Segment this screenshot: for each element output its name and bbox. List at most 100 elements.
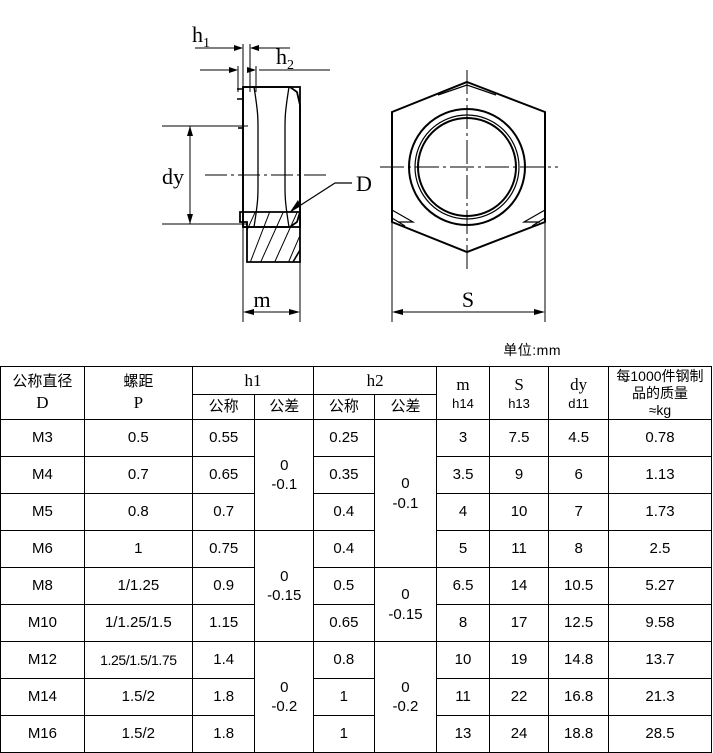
- cell-pitch: 1.5/2: [83, 715, 193, 753]
- cell-m: 3: [436, 419, 490, 458]
- cell-h1-nominal: 0.55: [191, 419, 256, 458]
- cell-h2-nominal: 0.4: [313, 493, 375, 532]
- cell-diameter: M8: [0, 567, 85, 606]
- cell-mass: 1.73: [607, 493, 713, 532]
- dim-dy: [162, 125, 248, 225]
- cell-diameter: M10: [0, 604, 85, 643]
- header-pitch-symbol: P: [133, 392, 144, 412]
- side-view-body: [242, 86, 301, 228]
- cell-dy: 14.8: [548, 641, 609, 680]
- cell-h2-tolerance: 0 -0.15: [373, 567, 438, 643]
- dim-m: [242, 227, 301, 322]
- cell-diameter: M6: [0, 530, 85, 569]
- cell-m: 6.5: [436, 567, 490, 606]
- cell-h1-nominal: 0.7: [191, 493, 256, 532]
- header-mass-line3: ≈kg: [648, 401, 672, 418]
- cell-S: 14: [488, 567, 550, 606]
- header-h1-nominal: 公称: [191, 394, 256, 421]
- S-arrow-left: [392, 309, 403, 315]
- h1-arrow-left: [234, 45, 243, 51]
- cell-h1-nominal: 0.9: [191, 567, 256, 606]
- cell-h2-nominal: 0.35: [313, 456, 375, 495]
- header-diameter-symbol: D: [36, 392, 49, 412]
- cell-dy: 4.5: [548, 419, 609, 458]
- header-m-grade: h14: [452, 395, 474, 411]
- cell-pitch: 1.25/1.5/1.75: [83, 641, 193, 680]
- header-row-2: 公称 公差 公称 公差: [1, 394, 712, 421]
- header-S-symbol: S: [514, 375, 524, 395]
- cell-S: 24: [488, 715, 550, 753]
- cell-pitch: 0.7: [83, 456, 193, 495]
- header-S-grade: h13: [508, 395, 530, 411]
- cell-dy: 12.5: [548, 604, 609, 643]
- cell-pitch: 0.8: [83, 493, 193, 532]
- cell-h1-nominal: 1.4: [191, 641, 256, 680]
- side-view-h1-notch: [237, 88, 244, 100]
- header-dy-grade: d11: [568, 395, 589, 411]
- cell-dy: 16.8: [548, 678, 609, 717]
- cell-h1-nominal: 1.8: [191, 715, 256, 753]
- specification-table: 公称直径 D 螺距 P h1 h2 m h14 S h13 dy d11 每: [0, 365, 713, 753]
- header-h2-tolerance: 公差: [373, 394, 438, 421]
- cell-pitch: 1: [83, 530, 193, 569]
- cell-m: 5: [436, 530, 490, 569]
- cell-m: 10: [436, 641, 490, 680]
- cell-h2-nominal: 1: [313, 715, 375, 753]
- cell-mass: 5.27: [607, 567, 713, 606]
- dy-arrow-top: [187, 126, 193, 136]
- cell-m: 3.5: [436, 456, 490, 495]
- header-dy: dy d11: [548, 365, 609, 421]
- side-view-nut-outline: [242, 86, 301, 228]
- header-diameter-cn: 公称直径: [12, 373, 73, 391]
- cell-mass: 28.5: [607, 715, 713, 753]
- cell-S: 7.5: [488, 419, 550, 458]
- cell-h2-nominal: 0.4: [313, 530, 375, 569]
- S-arrow-right: [534, 309, 545, 315]
- cell-h1-nominal: 1.15: [191, 604, 256, 643]
- header-h1: h1: [191, 365, 315, 396]
- cell-diameter: M16: [0, 715, 85, 753]
- header-S: S h13: [488, 365, 550, 421]
- leader-D: [289, 182, 352, 213]
- front-view-center-cross: [380, 70, 558, 270]
- h2-arrow-right: [247, 67, 256, 73]
- cell-S: 17: [488, 604, 550, 643]
- D-arrowhead: [290, 200, 301, 212]
- cell-S: 11: [488, 530, 550, 569]
- cell-S: 10: [488, 493, 550, 532]
- cell-h1-tolerance: 0 -0.15: [254, 530, 315, 643]
- header-row-1: 公称直径 D 螺距 P h1 h2 m h14 S h13 dy d11 每: [0, 365, 713, 421]
- cell-dy: 7: [548, 493, 609, 532]
- cell-h1-tolerance: 0 -0.2: [254, 641, 315, 753]
- drawing-canvas: h1 h2 dy D m S: [162, 22, 558, 322]
- side-view-chamfer-lines: [253, 86, 290, 228]
- cell-pitch: 0.5: [83, 419, 193, 458]
- cell-m: 11: [436, 678, 490, 717]
- header-h2: h2: [313, 365, 438, 396]
- technical-drawing: h1 h2 dy D m S: [0, 0, 713, 340]
- header-m-symbol: m: [456, 375, 470, 395]
- cell-diameter: M5: [0, 493, 85, 532]
- table-header: 公称直径 D 螺距 P h1 h2 m h14 S h13 dy d11 每: [0, 365, 713, 421]
- cell-mass: 2.5: [607, 530, 713, 569]
- cell-diameter: M12: [0, 641, 85, 680]
- header-pitch: 螺距 P: [83, 365, 193, 421]
- cell-pitch: 1.5/2: [83, 678, 193, 717]
- cell-h2-tolerance: 0 -0.1: [373, 419, 438, 569]
- header-m: m h14: [436, 365, 490, 421]
- cell-h1-nominal: 0.75: [191, 530, 256, 569]
- label-h1: h1: [192, 22, 210, 51]
- header-nominal-diameter: 公称直径 D: [0, 365, 85, 421]
- header-h1-tolerance: 公差: [254, 394, 315, 421]
- cell-diameter: M3: [0, 419, 85, 458]
- cell-h2-tolerance: 0 -0.2: [373, 641, 438, 753]
- cell-S: 22: [488, 678, 550, 717]
- cell-m: 13: [436, 715, 490, 753]
- cell-mass: 13.7: [607, 641, 713, 680]
